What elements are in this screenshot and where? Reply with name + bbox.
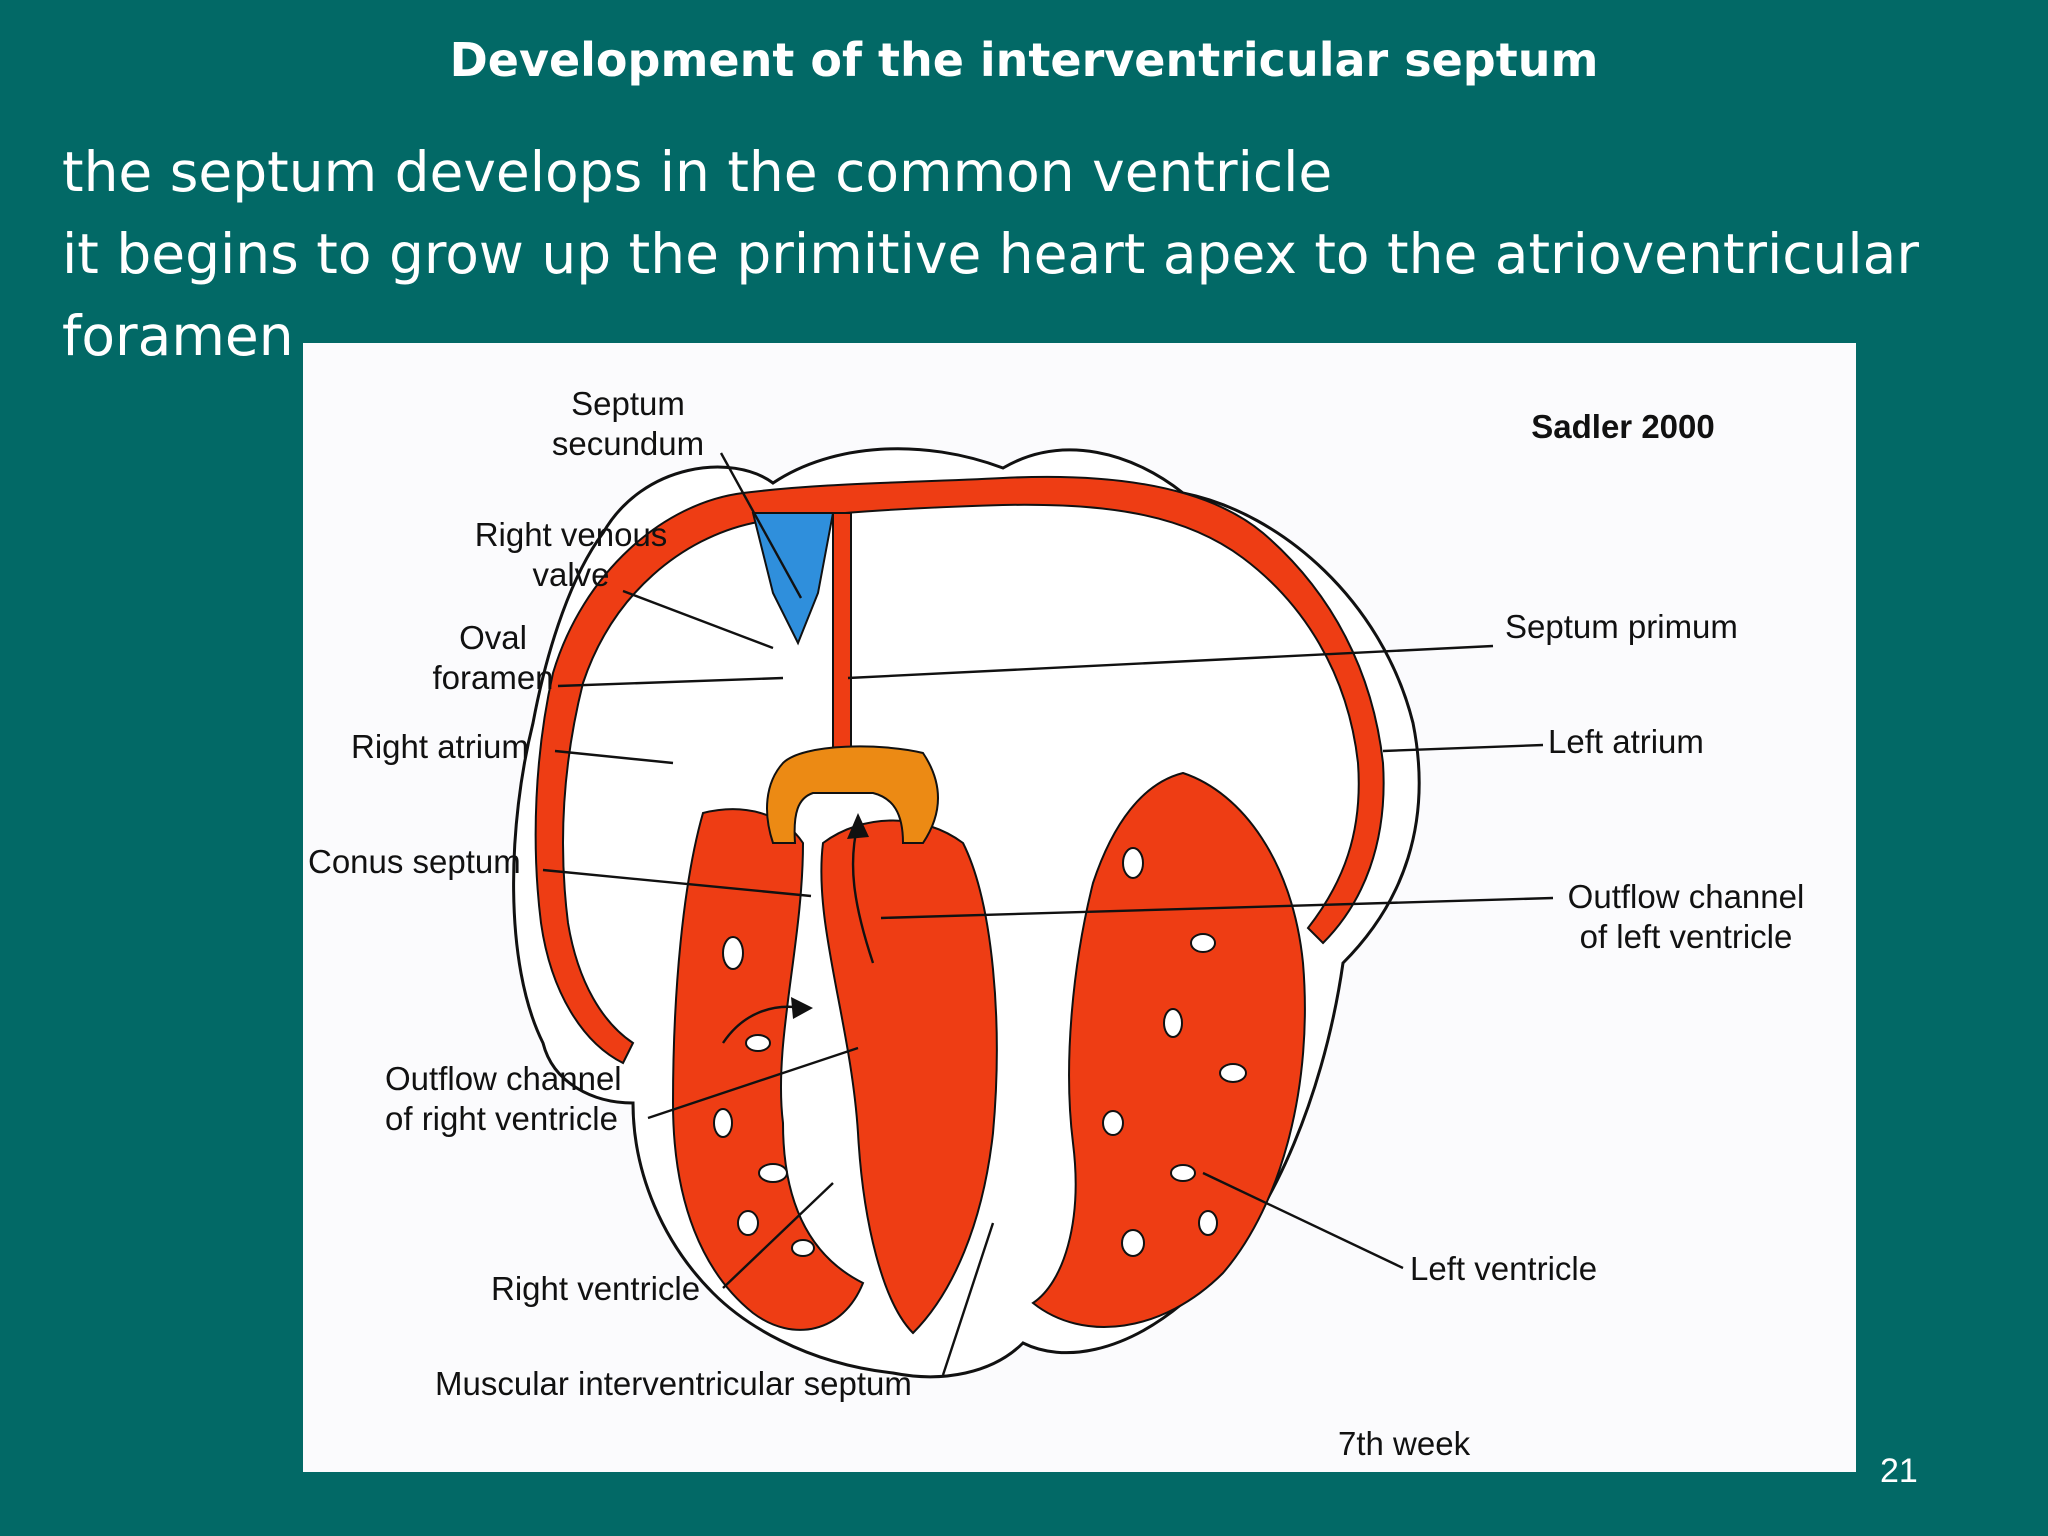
atrial-wall <box>534 475 1385 1065</box>
label-conus-septum: Conus septum <box>308 843 521 880</box>
label-septum-secundum-1: Septum <box>571 385 685 422</box>
bullet-text-2: it begins to grow up the primitive heart… <box>62 222 1920 286</box>
leader-lines <box>542 452 1554 1376</box>
label-septum-primum: Septum primum <box>1505 608 1738 645</box>
slide-title: Development of the interventricular sept… <box>449 33 1599 87</box>
heart-diagram: Septum secundum Right venous valve Oval … <box>308 385 1805 1462</box>
label-outflow-right-1: Outflow channel <box>385 1060 622 1097</box>
trabeculae <box>713 847 1247 1257</box>
label-right-venous-valve-1: Right venous <box>475 516 668 553</box>
muscular-interventricular-septum <box>820 819 998 1335</box>
label-oval-foramen-1: Oval <box>459 619 527 656</box>
outflow-arrow-left-head <box>847 813 869 839</box>
label-right-venous-valve-2: valve <box>532 556 609 593</box>
label-credit: Sadler 2000 <box>1531 408 1714 445</box>
label-outflow-right-2: of right ventricle <box>385 1100 618 1137</box>
label-right-ventricle: Right ventricle <box>491 1270 700 1307</box>
label-left-atrium: Left atrium <box>1548 723 1704 760</box>
label-outflow-left-2: of left ventricle <box>1580 918 1793 955</box>
heart-diagram-figure: Septum secundum Right venous valve Oval … <box>303 343 1856 1472</box>
label-septum-secundum-2: secundum <box>552 425 704 462</box>
label-right-atrium: Right atrium <box>351 728 529 765</box>
label-left-ventricle: Left ventricle <box>1410 1250 1597 1287</box>
bullet-text-3: foramen <box>62 304 294 368</box>
label-outflow-left-1: Outflow channel <box>1568 878 1805 915</box>
label-oval-foramen-2: foramen <box>432 659 553 696</box>
endocardial-cushion <box>766 745 939 844</box>
label-muscular-septum: Muscular interventricular septum <box>435 1365 912 1402</box>
label-caption-week: 7th week <box>1338 1425 1471 1462</box>
septum-primum <box>832 512 852 764</box>
page-number: 21 <box>1880 1452 1918 1490</box>
outflow-arrow-right-head <box>791 997 813 1019</box>
bullet-text-1: the septum develops in the common ventri… <box>62 140 1333 204</box>
